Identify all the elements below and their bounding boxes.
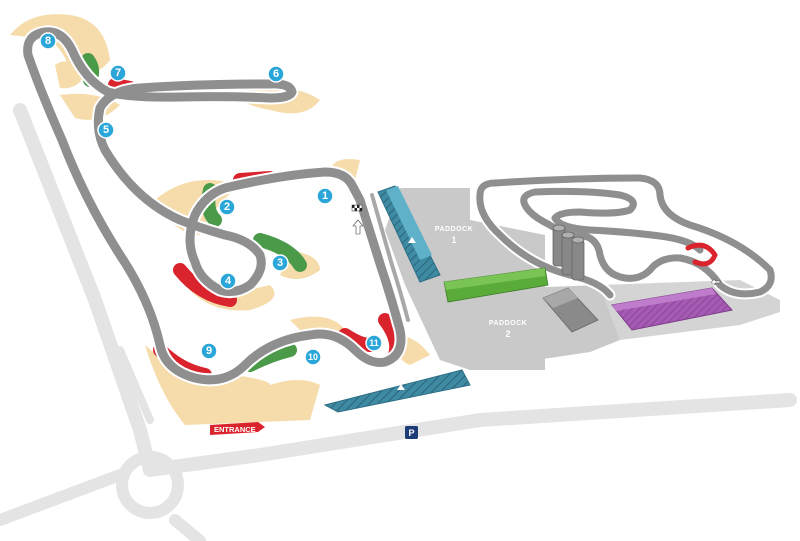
svg-text:ENTRANCE: ENTRANCE	[214, 425, 256, 434]
turn-marker-1: 1	[316, 187, 334, 205]
road-southwest	[0, 469, 126, 526]
road-south	[143, 393, 797, 477]
road-inner-access	[116, 346, 154, 424]
svg-text:9: 9	[206, 345, 212, 357]
turn-marker-6: 6	[267, 65, 285, 83]
pit-building-icon	[408, 237, 416, 243]
paddock-1-label: PADDOCK 1	[435, 226, 473, 245]
turn-marker-9: 9	[200, 342, 218, 360]
svg-text:1: 1	[451, 235, 456, 245]
kart-asphalt	[476, 174, 775, 299]
pit-lane	[370, 193, 410, 322]
svg-text:2: 2	[505, 329, 510, 339]
kart-direction-arrow-icon	[710, 278, 721, 286]
svg-text:11: 11	[369, 338, 379, 348]
turn-marker-7: 7	[109, 64, 127, 82]
turn-marker-11: 11	[365, 334, 383, 352]
kart-hairpin-kerb	[685, 242, 718, 267]
silos	[552, 224, 585, 281]
svg-text:3: 3	[277, 257, 283, 269]
paddock-2-label: PADDOCK 2	[489, 320, 527, 339]
svg-text:6: 6	[273, 68, 279, 80]
public-roads	[0, 103, 797, 541]
start-finish-flag-icon	[351, 204, 363, 212]
grandstand-icon	[397, 384, 405, 390]
karting-track	[474, 172, 777, 301]
main-circuit	[21, 25, 410, 387]
direction-arrow-icon	[352, 219, 364, 235]
entrance-sign: ENTRANCE	[210, 422, 265, 435]
turn-marker-5: 5	[97, 121, 115, 139]
svg-text:PADDOCK: PADDOCK	[489, 320, 527, 327]
turn-markers: 1 2 3 4 5 6 7 8 9 10 11	[39, 32, 383, 366]
svg-text:7: 7	[115, 67, 121, 79]
road-west	[13, 103, 157, 477]
svg-text:5: 5	[103, 124, 109, 136]
svg-text:P: P	[408, 428, 414, 438]
purple-building	[611, 287, 733, 331]
turn-marker-8: 8	[39, 32, 57, 50]
circuit-asphalt	[23, 27, 406, 385]
parking-icon: P	[405, 426, 418, 439]
turn-marker-4: 4	[219, 272, 237, 290]
svg-text:1: 1	[322, 190, 328, 202]
turn-marker-2: 2	[218, 198, 236, 216]
svg-text:10: 10	[308, 352, 318, 362]
turn-marker-10: 10	[304, 348, 322, 366]
svg-text:8: 8	[45, 35, 51, 47]
turn-marker-3: 3	[271, 254, 289, 272]
road-bottom	[169, 514, 206, 541]
svg-text:2: 2	[224, 201, 230, 213]
pit-building-roof	[386, 186, 432, 260]
kerbs	[81, 53, 404, 382]
grandstand	[323, 369, 471, 413]
roundabout	[116, 451, 184, 519]
svg-text:4: 4	[225, 275, 232, 287]
buildings	[323, 185, 733, 413]
entrance-arrow-icon	[210, 422, 265, 435]
svg-text:PADDOCK: PADDOCK	[435, 226, 473, 233]
